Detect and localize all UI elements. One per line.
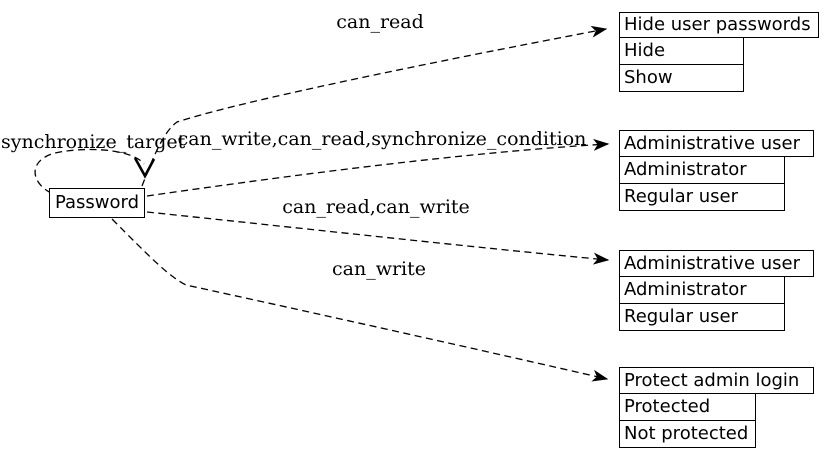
- self-loop-synchronize-target-line: [34, 148, 145, 194]
- enum-table-hide-user-passwords: Hide user passwords Hide Show: [619, 12, 819, 92]
- table-row: Show: [619, 64, 744, 92]
- edge-can-read-can-write-line: [146, 211, 610, 265]
- self-loop-arrowhead-icon: [133, 157, 156, 179]
- edge-label-can-write-can-read-synchronize-condition: can_write,can_read,synchronize_condition: [177, 128, 587, 150]
- table-row: Regular user: [619, 183, 785, 211]
- edge-label-synchronize-target: synchronize_target: [1, 131, 186, 153]
- table-row: Regular user: [619, 303, 785, 331]
- edge-can-write-can-read-synchronize-condition-line: [146, 138, 610, 197]
- table-header: Hide user passwords: [619, 12, 819, 38]
- edge-label-can-read: can_read: [336, 11, 424, 33]
- table-row: Protected: [619, 393, 756, 421]
- edge-label-can-read-can-write: can_read,can_write: [282, 196, 470, 218]
- table-header: Administrative user: [619, 130, 814, 157]
- enum-table-administrative-user-lower: Administrative user Administrator Regula…: [619, 250, 814, 331]
- enum-table-protect-admin-login: Protect admin login Protected Not protec…: [619, 367, 814, 448]
- edge-can-write-line: [111, 218, 609, 382]
- table-row: Administrator: [619, 156, 785, 184]
- table-row: Not protected: [619, 420, 756, 448]
- edge-can-read-line: [141, 25, 608, 187]
- table-header: Administrative user: [619, 250, 814, 277]
- table-row: Administrator: [619, 276, 785, 304]
- password-node: Password: [49, 188, 145, 218]
- enum-table-administrative-user-upper: Administrative user Administrator Regula…: [619, 130, 814, 211]
- edge-label-can-write: can_write: [331, 258, 427, 280]
- table-row: Hide: [619, 37, 744, 65]
- table-header: Protect admin login: [619, 367, 814, 394]
